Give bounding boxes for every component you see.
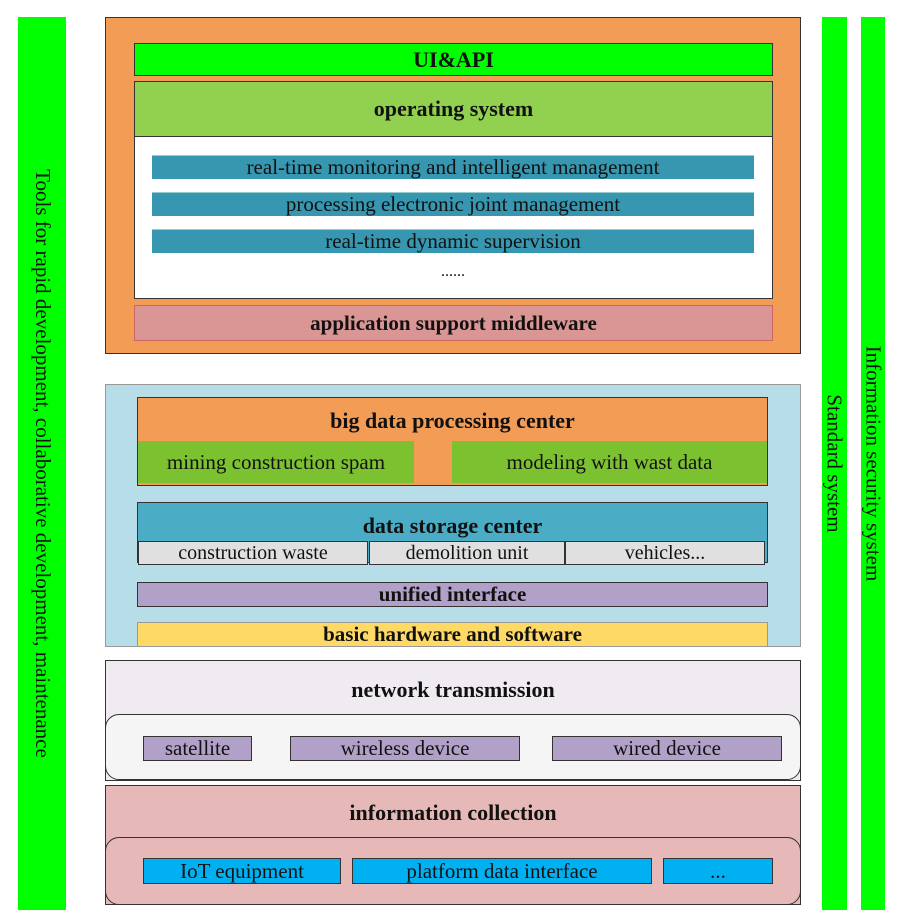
basic-hardware-software: basic hardware and software (137, 622, 768, 647)
storage-item: demolition unit (369, 541, 565, 565)
big-data-title: big data processing center (330, 408, 575, 433)
collection-item-more: ... (663, 858, 773, 884)
app-item: real-time monitoring and intelligent man… (152, 155, 754, 179)
collection-title: information collection (349, 800, 557, 825)
security-label: Information security system (861, 345, 886, 582)
storage-title: data storage center (362, 513, 543, 538)
unified-interface: unified interface (137, 582, 768, 607)
tools-bar: Tools for rapid development, collaborati… (18, 17, 66, 910)
app-item: real-time dynamic supervision (152, 229, 754, 253)
modeling-box: modeling with wast data (452, 441, 767, 483)
app-item: processing electronic joint management (152, 192, 754, 216)
tools-label: Tools for rapid development, collaborati… (30, 169, 55, 758)
collection-item-platform: platform data interface (352, 858, 652, 884)
storage-item: construction waste (138, 541, 368, 565)
middleware: application support middleware (134, 305, 773, 341)
security-system-bar: Information security system (861, 17, 886, 910)
ui-api: UI&API (134, 43, 773, 76)
collection-item-iot: IoT equipment (143, 858, 341, 884)
network-item-satellite: satellite (143, 736, 252, 761)
mining-box: mining construction spam (138, 441, 414, 483)
standard-system-bar: Standard system (822, 17, 847, 910)
network-title: network transmission (351, 677, 555, 702)
standard-label: Standard system (823, 394, 848, 533)
network-item-wireless: wireless device (290, 736, 520, 761)
network-item-wired: wired device (552, 736, 782, 761)
app-ellipsis: ...... (441, 263, 465, 280)
storage-item: vehicles... (565, 541, 765, 565)
operating-system: operating system (134, 81, 773, 137)
